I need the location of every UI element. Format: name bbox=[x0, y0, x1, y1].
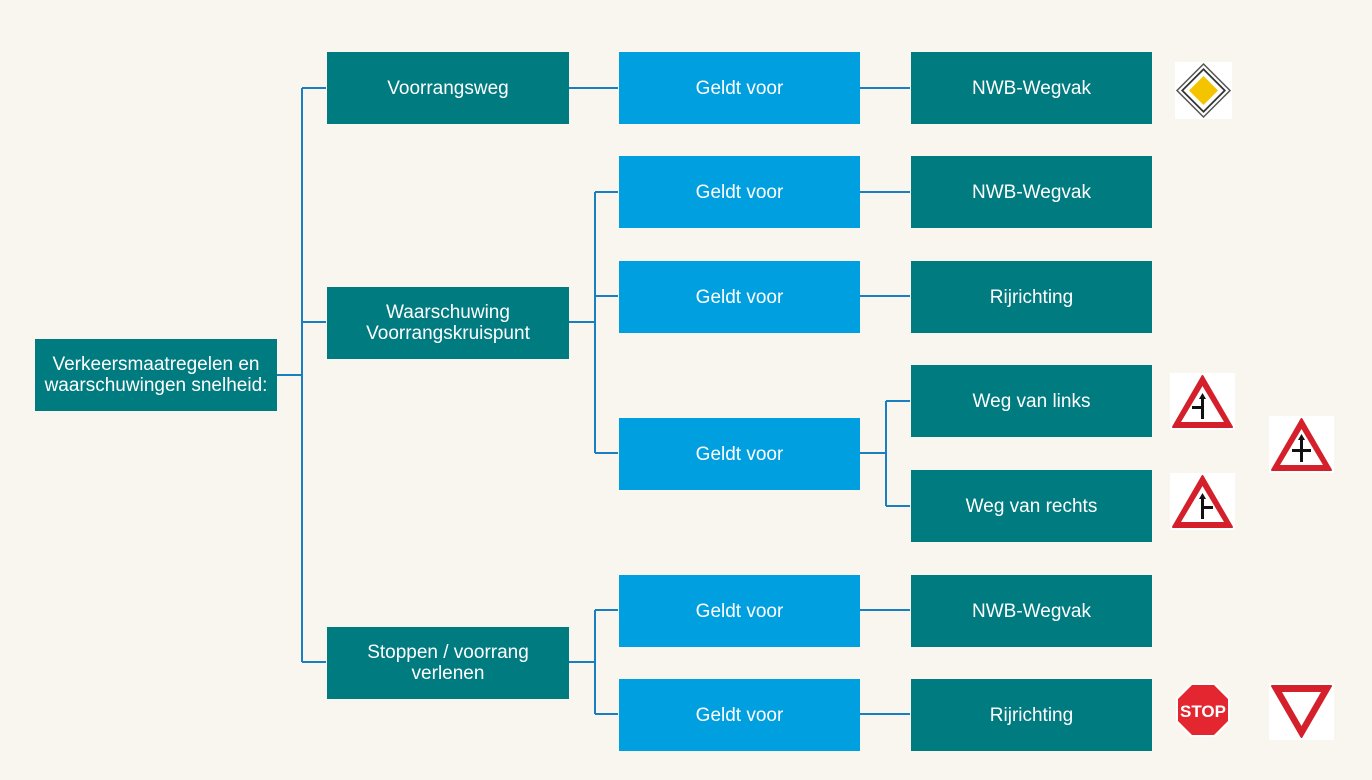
crossroad-left-warning-sign-icon bbox=[1170, 373, 1235, 430]
priority-road-sign-icon bbox=[1175, 62, 1232, 119]
geldt-voor-node: Geldt voor bbox=[619, 52, 860, 124]
nwb-wegvak-node: NWB-Wegvak bbox=[911, 52, 1152, 124]
stop-sign-icon: STOP bbox=[1176, 683, 1230, 737]
weg-van-rechts-node: Weg van rechts bbox=[911, 470, 1152, 542]
nwb-wegvak-node: NWB-Wegvak bbox=[911, 575, 1152, 647]
geldt-voor-node: Geldt voor bbox=[619, 575, 860, 647]
yield-sign-icon bbox=[1269, 683, 1334, 740]
voorrangsweg-node: Voorrangsweg bbox=[327, 52, 569, 124]
stop-sign-text: STOP bbox=[1180, 702, 1226, 721]
waarschuwing-voorrangskruispunt-node: Waarschuwing Voorrangskruispunt bbox=[327, 287, 569, 359]
rijrichting-node: Rijrichting bbox=[911, 261, 1152, 333]
geldt-voor-node: Geldt voor bbox=[619, 679, 860, 751]
nwb-wegvak-node: NWB-Wegvak bbox=[911, 156, 1152, 228]
geldt-voor-node: Geldt voor bbox=[619, 418, 860, 490]
geldt-voor-node: Geldt voor bbox=[619, 156, 860, 228]
crossroad-right-warning-sign-icon bbox=[1170, 473, 1235, 530]
rijrichting-node: Rijrichting bbox=[911, 679, 1152, 751]
crossroad-priority-warning-sign-icon bbox=[1269, 416, 1334, 473]
root-node: Verkeersmaatregelen en waarschuwingen sn… bbox=[35, 339, 277, 411]
geldt-voor-node: Geldt voor bbox=[619, 261, 860, 333]
weg-van-links-node: Weg van links bbox=[911, 365, 1152, 437]
stoppen-voorrang-verlenen-node: Stoppen / voorrang verlenen bbox=[327, 627, 569, 699]
